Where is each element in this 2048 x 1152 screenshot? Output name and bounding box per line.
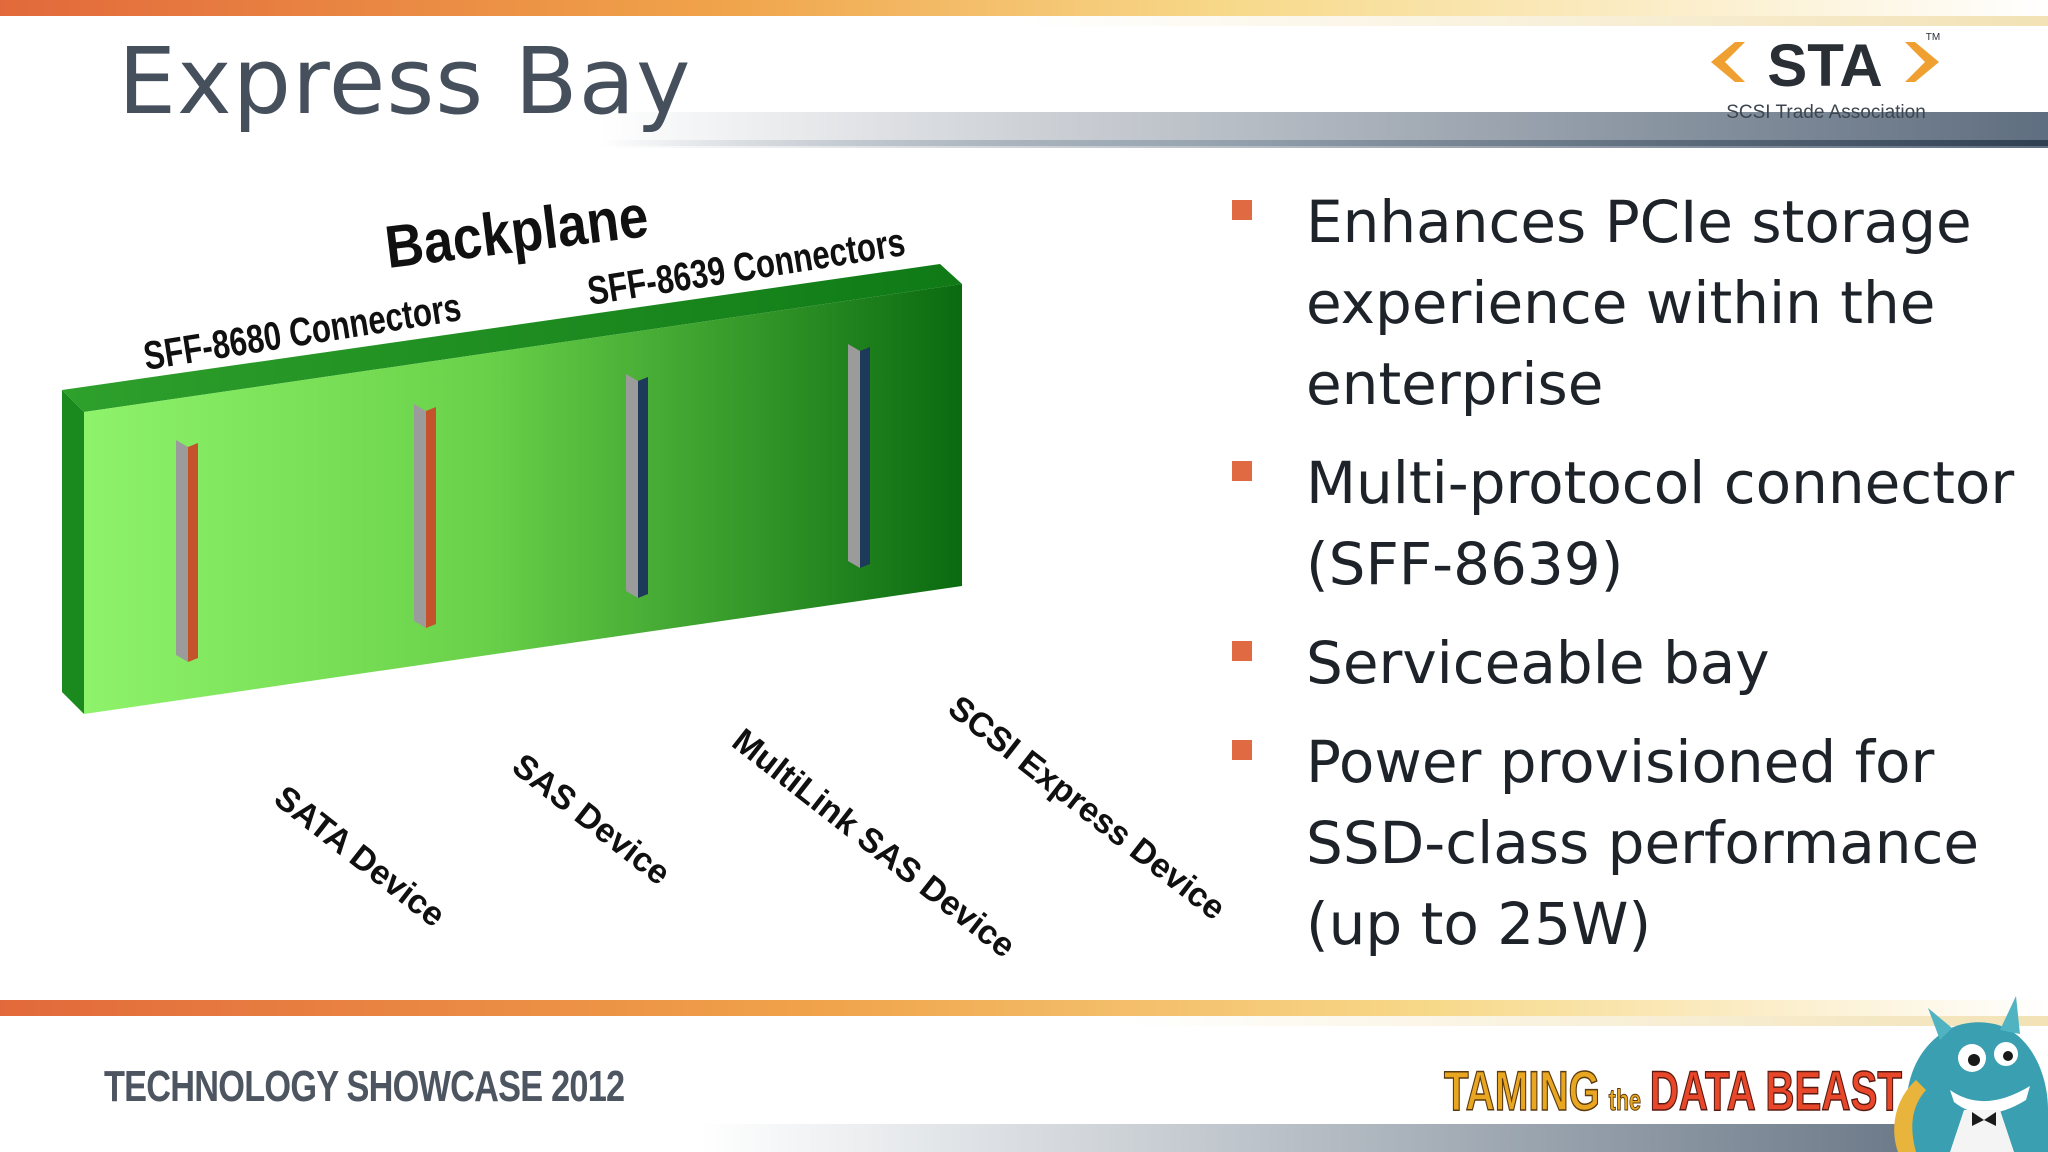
bottom-accent-band — [0, 1000, 2048, 1016]
backplane-top-face — [62, 264, 962, 412]
top-accent-stripe — [0, 16, 2048, 26]
bullet-square-icon — [1232, 641, 1252, 661]
bullet-list: Enhances PCIe storage experience within … — [1228, 182, 2028, 983]
bullet-item: Power provisioned for SSD-class performa… — [1228, 722, 2028, 965]
tagline-data-beast: DATA BEAST — [1649, 1058, 1903, 1123]
bullet-text: Enhances PCIe storage experience within … — [1306, 188, 1972, 418]
tagline-the: the — [1608, 1084, 1642, 1118]
sta-logo-trademark: TM — [1926, 32, 1940, 43]
multilink-sas-device-label: MultiLink SAS Device — [725, 721, 1022, 965]
connector-multilink-sas — [626, 374, 648, 598]
bottom-shadow-band — [700, 1124, 2048, 1152]
bullet-item: Multi-protocol connector (SFF-8639) — [1228, 443, 2028, 605]
sta-logo-right-arrow — [1905, 42, 1939, 82]
connector-scsi-express — [848, 344, 870, 568]
bullet-text: Power provisioned for SSD-class performa… — [1306, 728, 1980, 958]
data-beast-mascot-icon — [1894, 996, 2048, 1152]
tagline-taming: TAMING — [1443, 1058, 1601, 1123]
sas-device-label: SAS Device — [505, 746, 677, 892]
title-underline-stripe — [600, 140, 2048, 146]
sata-device-label: SATA Device — [267, 778, 452, 934]
express-bay-diagram: Backplane SFF-8680 Connectors SFF-8639 C… — [62, 182, 1233, 965]
connector-sas — [414, 404, 436, 628]
sta-org-name: SCSI Trade Association — [1726, 102, 1926, 123]
connector-sata — [176, 440, 198, 662]
top-accent-band — [0, 0, 2048, 16]
bullet-square-icon — [1232, 461, 1252, 481]
backplane-front-face — [84, 284, 962, 714]
sta-logo-letters: STA — [1767, 32, 1883, 99]
sta-logo: STA TM — [1711, 32, 1940, 99]
scsi-express-device-label: SCSI Express Device — [941, 688, 1232, 927]
bullet-square-icon — [1232, 740, 1252, 760]
bullet-text: Serviceable bay — [1306, 629, 1770, 697]
bottom-accent-stripe — [0, 1016, 2048, 1026]
backplane-left-face — [62, 390, 84, 714]
slide-title: Express Bay — [118, 28, 692, 135]
event-name: TECHNOLOGY SHOWCASE 2012 — [104, 1062, 625, 1111]
bullet-item: Serviceable bay — [1228, 623, 2028, 704]
sta-logo-left-arrow — [1711, 42, 1745, 82]
bullet-square-icon — [1232, 200, 1252, 220]
bullet-item: Enhances PCIe storage experience within … — [1228, 182, 2028, 425]
bullet-text: Multi-protocol connector (SFF-8639) — [1306, 449, 2015, 598]
